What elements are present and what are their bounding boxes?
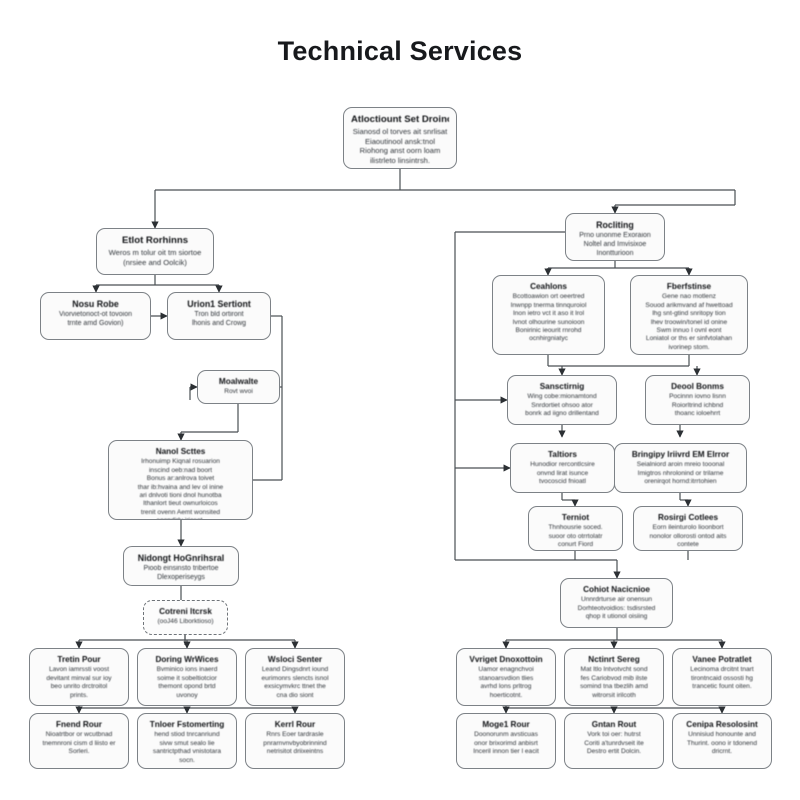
node-description: Rovt wvoi (224, 388, 253, 396)
node-title: Terniot (561, 513, 590, 522)
node-title: Tnloer Fstomerting (149, 720, 225, 729)
node-title: Cenipa Resolosint (686, 720, 758, 729)
flowchart-node-bl-5[interactable]: Tnloer Fstomerting hend stiod tnrcanriund… (137, 713, 237, 769)
node-title: Bringiрy lriivrd EM Elrror (631, 450, 730, 459)
flowchart-node-left-6[interactable]: Cotreni ltcrsk (ooJ46 Liborktioso) (143, 600, 228, 635)
node-title: Kerrl Rour (274, 720, 316, 729)
node-title: Ceahlons (530, 282, 567, 291)
node-title: Nidongt HoGnrihsral (137, 553, 225, 563)
node-title: Nanol Scttes (155, 447, 206, 456)
page-title: Technical Services (277, 36, 523, 66)
node-title: Nosu Robe (72, 299, 119, 309)
node-description: Weros m tolur oit tm siortoe(nrsiee and … (108, 248, 202, 267)
node-title: Rocliting (596, 220, 634, 230)
node-title: Gntan Rout (591, 720, 637, 729)
node-title: Rosirgi Cotlees (657, 513, 719, 522)
node-title: Fnend Rour (56, 720, 102, 729)
node-title: Wsloci Senter (267, 655, 323, 664)
node-title: Vanee Potratlet (692, 655, 752, 664)
node-title: Etlot Rorhinns (121, 235, 189, 246)
node-title: Moalwalte (218, 377, 259, 386)
node-title: Sansctirnig (539, 382, 585, 391)
node-title: Urion1 Sertiont (187, 299, 251, 309)
node-title: Cohiot Nacicnioe (583, 585, 650, 594)
node-title: Vvriget Dnoxottoin (469, 655, 543, 664)
node-title: Fberfstinse (666, 282, 712, 291)
node-title: Doring WrWices (155, 655, 219, 664)
node-title: Taltiors (548, 450, 577, 459)
node-title: Cotreni ltcrsk (159, 607, 212, 616)
node-title: Atloctiount Set Droinon (351, 114, 449, 125)
node-title: Tretin Pour (57, 655, 101, 664)
node-title: Moge1 Rour (482, 720, 530, 729)
node-description: (ooJ46 Liborktioso) (157, 618, 214, 626)
node-title: Nctinrt Sereg (588, 655, 640, 664)
node-title: Deool Bonms (671, 382, 724, 391)
